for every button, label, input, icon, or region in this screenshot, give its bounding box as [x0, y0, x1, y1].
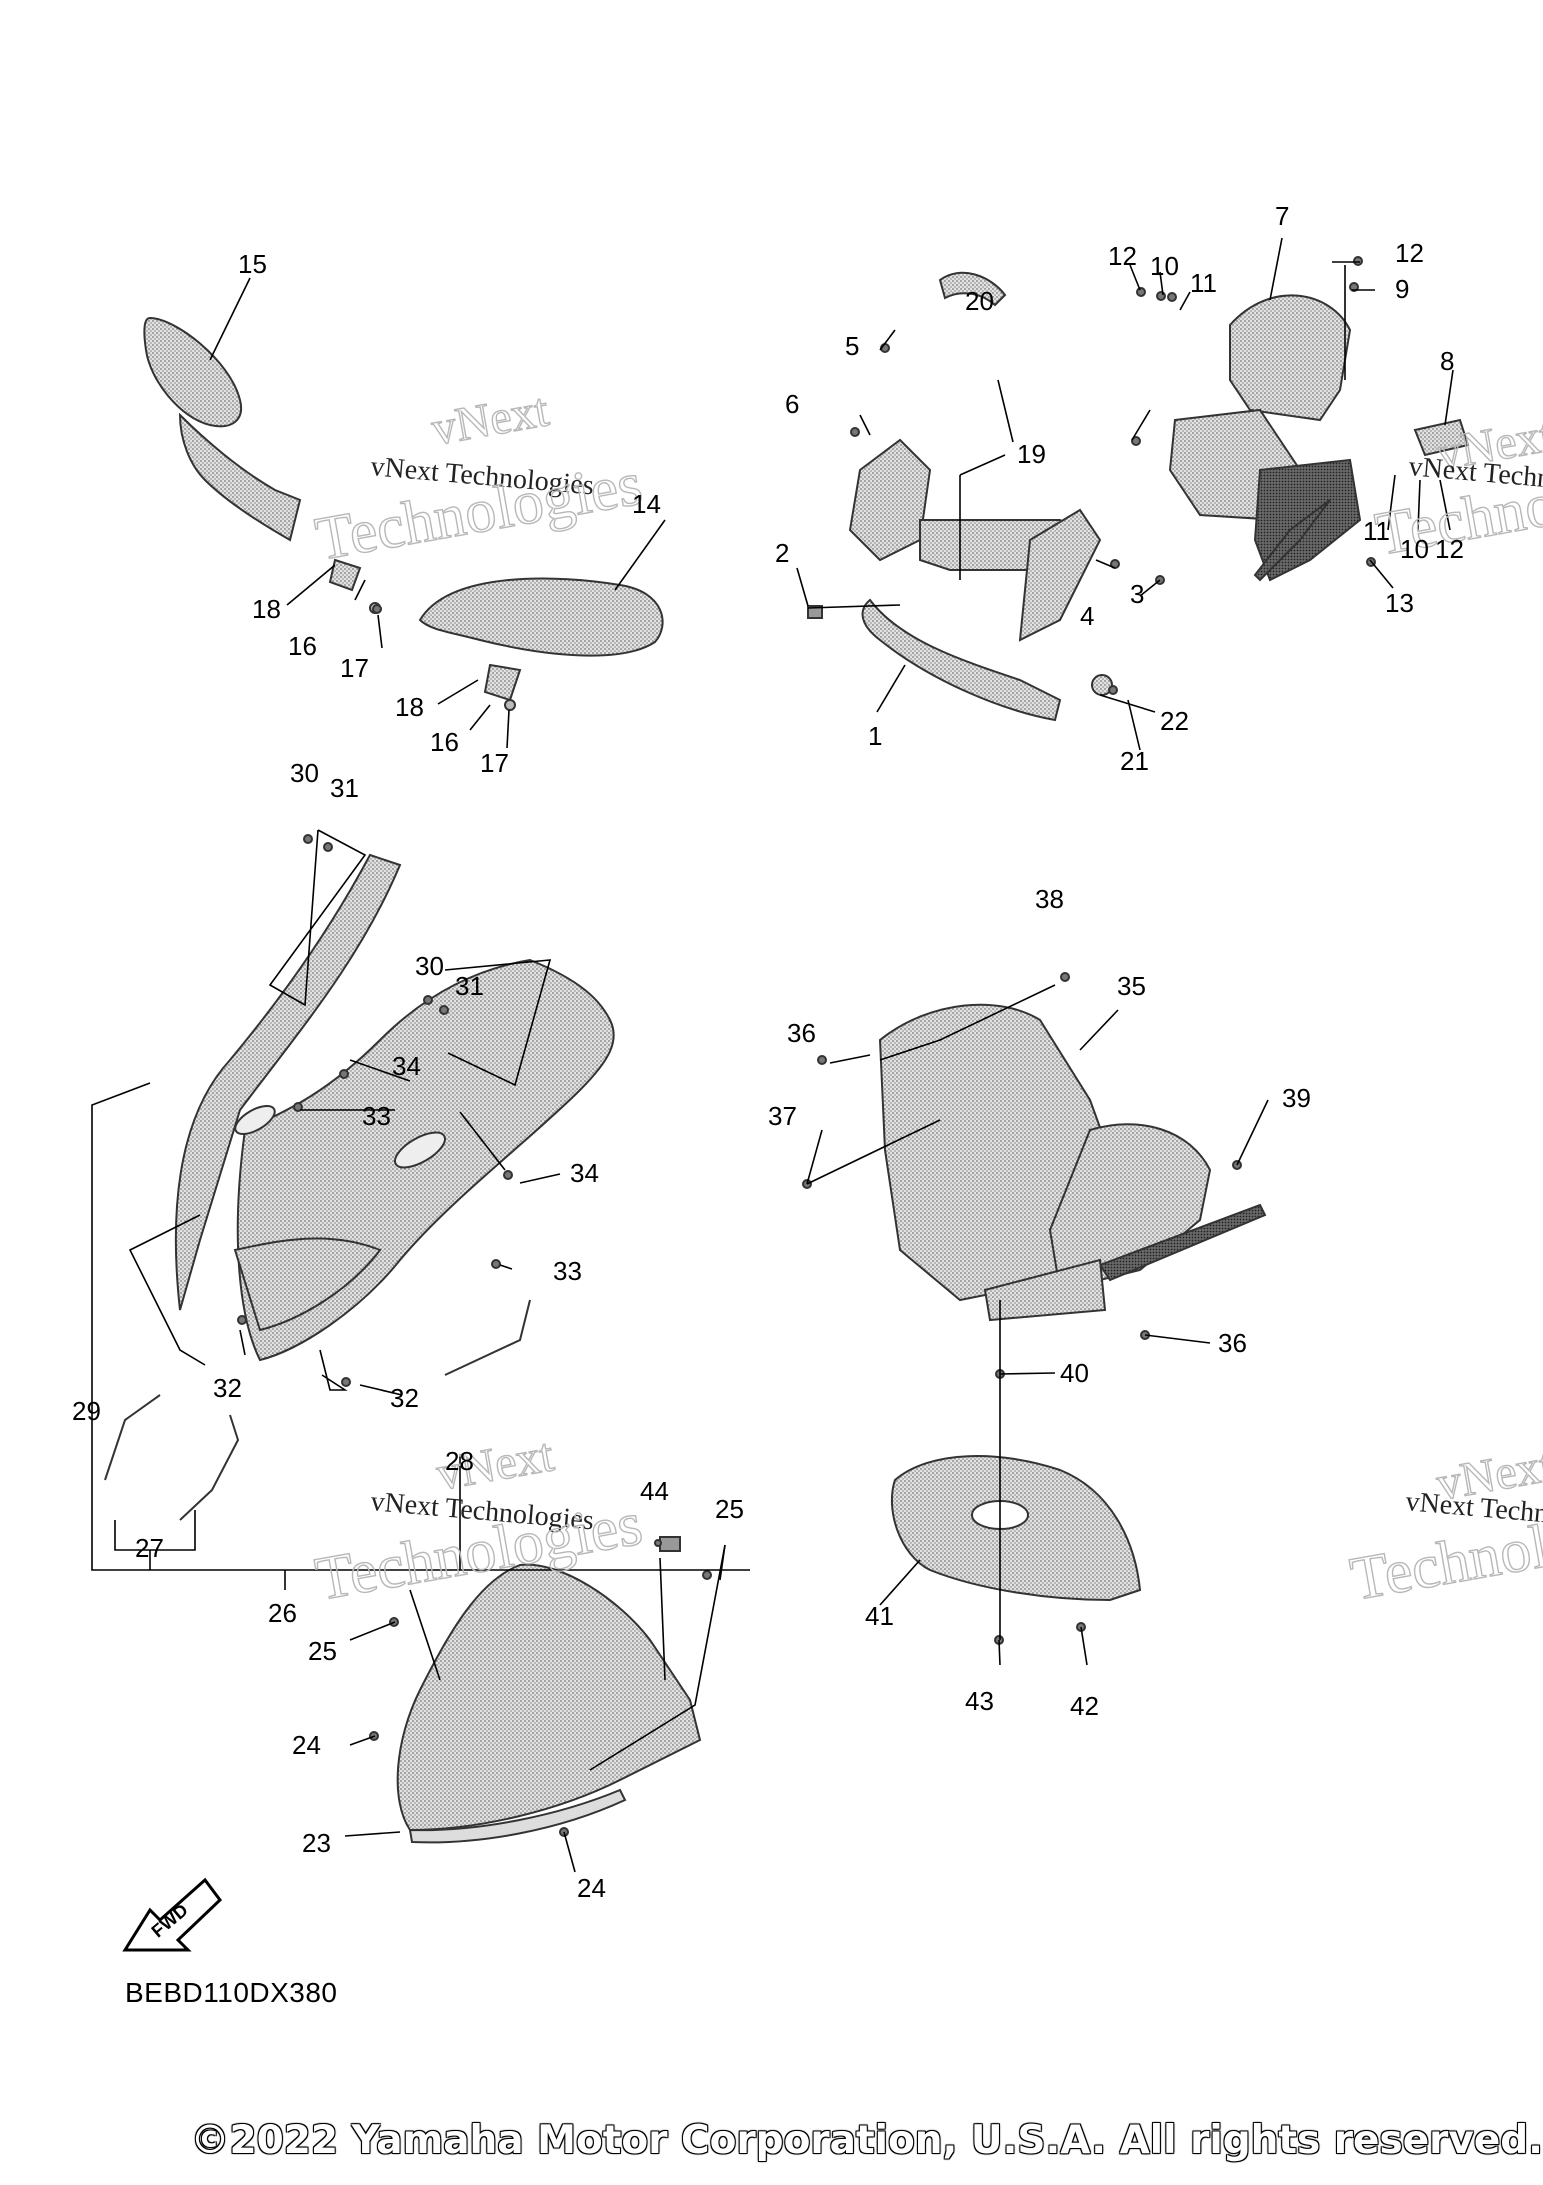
callout-40: 40 [1060, 1358, 1089, 1388]
callout-25: 25 [308, 1636, 337, 1666]
callout-23: 23 [302, 1828, 331, 1858]
copyright-notice: ©2022 Yamaha Motor Corporation, U.S.A. A… [190, 2118, 1543, 2163]
callout-31: 31 [455, 971, 484, 1001]
callout-16: 16 [288, 631, 317, 661]
callout-19: 19 [1017, 439, 1046, 469]
callout-37: 37 [768, 1101, 797, 1131]
callout-7: 7 [1275, 201, 1289, 231]
callout-24: 24 [577, 1873, 606, 1903]
mirror-left [143, 316, 381, 614]
callout-12: 12 [1395, 238, 1424, 268]
callout-41: 41 [865, 1601, 894, 1631]
callout-11: 11 [1363, 516, 1390, 546]
callout-36: 36 [1218, 1328, 1247, 1358]
callout-1: 1 [868, 721, 882, 751]
fasteners [237, 256, 1376, 1837]
callout-36: 36 [787, 1018, 816, 1048]
callout-29: 29 [72, 1396, 101, 1426]
callout-2: 2 [775, 538, 789, 568]
callout-25: 25 [715, 1494, 744, 1524]
callout-42: 42 [1070, 1691, 1099, 1721]
callout-18: 18 [252, 594, 281, 624]
callout-27: 27 [135, 1533, 164, 1563]
callout-39: 39 [1282, 1083, 1311, 1113]
callout-38: 38 [1035, 884, 1064, 914]
callout-20: 20 [965, 286, 994, 316]
diagram-code: BEBD110DX380 [125, 1977, 338, 2008]
callout-34: 34 [392, 1051, 421, 1081]
callout-14: 14 [632, 489, 661, 519]
side-cowling [104, 853, 615, 1521]
callout-26: 26 [268, 1598, 297, 1628]
callout-33: 33 [362, 1101, 391, 1131]
callout-6: 6 [785, 389, 799, 419]
callout-labels: 15 14 18 16 17 18 16 17 20 5 6 19 2 4 3 … [72, 201, 1464, 1903]
callout-15: 15 [238, 249, 267, 279]
callout-24: 24 [292, 1730, 321, 1760]
callout-12: 12 [1108, 241, 1137, 271]
callout-17: 17 [480, 748, 509, 778]
callout-10: 10 [1400, 534, 1429, 564]
callout-28: 28 [445, 1446, 474, 1476]
callout-18: 18 [395, 692, 424, 722]
callout-5: 5 [845, 331, 859, 361]
callout-9: 9 [1395, 274, 1409, 304]
under-cover [890, 1455, 1142, 1602]
callout-8: 8 [1440, 346, 1454, 376]
leader-lines [91, 237, 1454, 1873]
callout-30: 30 [415, 951, 444, 981]
callout-34: 34 [570, 1158, 599, 1188]
cowling-stay [807, 271, 1113, 722]
callout-32: 32 [213, 1373, 242, 1403]
fwd-arrow-icon: FWD [122, 1877, 222, 1952]
callout-16: 16 [430, 727, 459, 757]
callout-33: 33 [553, 1256, 582, 1286]
callout-17: 17 [340, 653, 369, 683]
callout-4: 4 [1080, 601, 1094, 631]
callout-10: 10 [1150, 251, 1179, 281]
callout-13: 13 [1385, 588, 1414, 618]
callout-35: 35 [1117, 971, 1146, 1001]
callout-3: 3 [1130, 579, 1144, 609]
callout-21: 21 [1120, 746, 1149, 776]
callout-11: 11 [1190, 268, 1217, 298]
callout-43: 43 [965, 1686, 994, 1716]
windshield [396, 1563, 702, 1844]
callout-12: 12 [1435, 534, 1464, 564]
bracket-44 [659, 1536, 681, 1552]
inner-panel [878, 1003, 1267, 1322]
callout-22: 22 [1160, 706, 1189, 736]
callout-44: 44 [640, 1476, 669, 1506]
callout-31: 31 [330, 773, 359, 803]
callout-32: 32 [390, 1383, 419, 1413]
mirror-right [418, 577, 664, 711]
callout-30: 30 [290, 758, 319, 788]
svg-text:vNext: vNext [428, 383, 553, 456]
